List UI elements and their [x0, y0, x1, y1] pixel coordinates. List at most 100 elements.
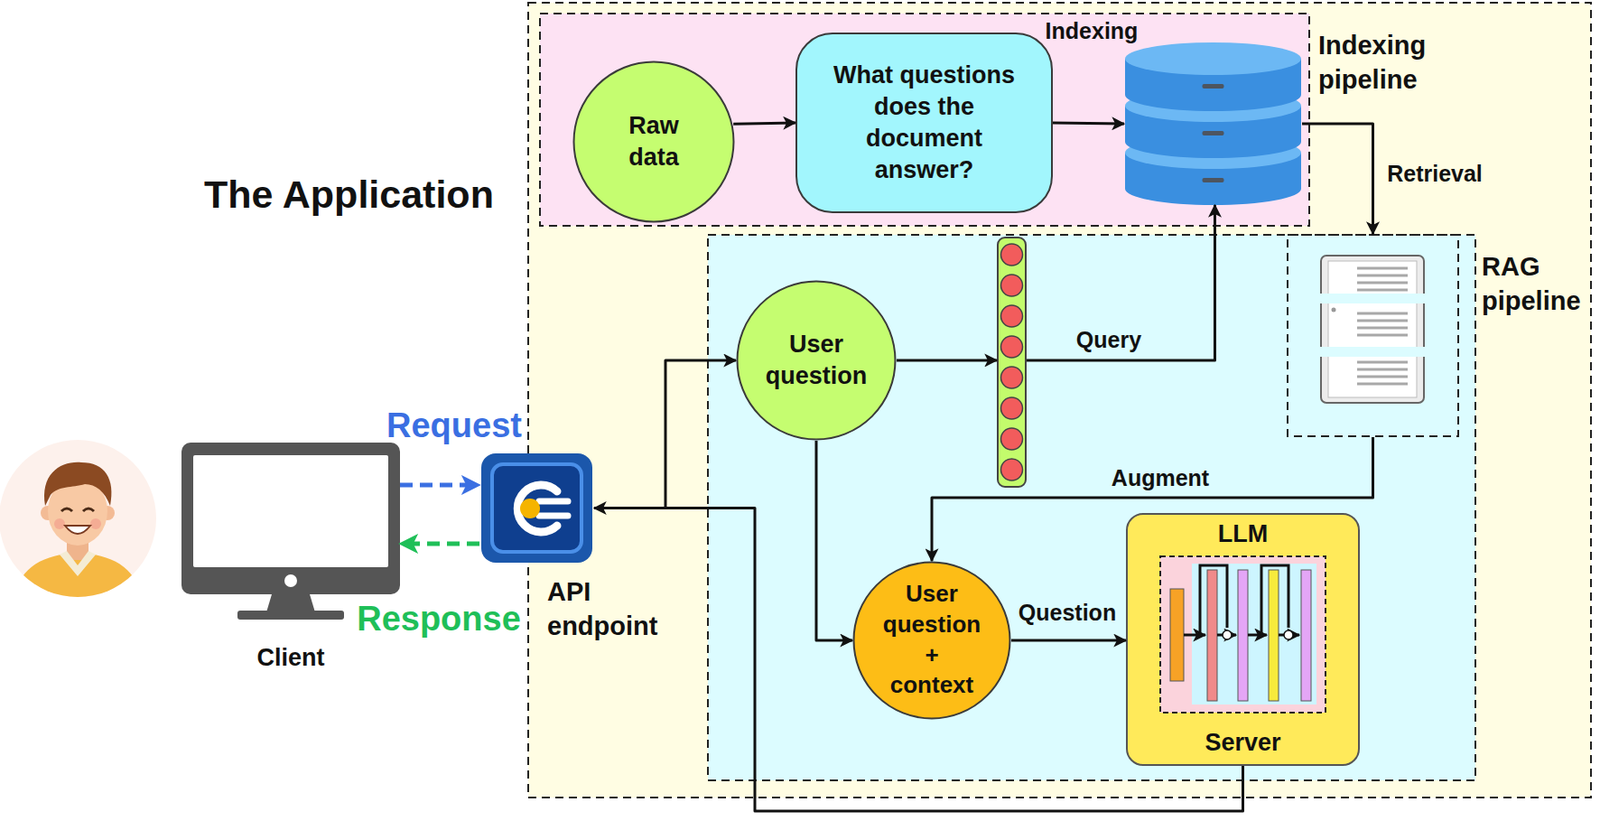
- node-outline: [1286, 233, 1460, 438]
- avatar-collar: [59, 550, 96, 577]
- api-icon-inner: [492, 464, 582, 552]
- document-line: [1357, 375, 1408, 379]
- api-endpoint: API endpoint: [479, 451, 595, 565]
- avatar-background: [0, 439, 157, 597]
- database-slot: [1202, 177, 1225, 183]
- edge-label: Retrieval: [1386, 159, 1483, 187]
- node-label: Client: [181, 641, 400, 674]
- node-label: User question + context: [881, 578, 983, 701]
- node-label: User question: [757, 328, 875, 392]
- network-frame: [1160, 556, 1326, 713]
- monitor-button: [284, 574, 298, 587]
- rounded-box: [796, 33, 1052, 213]
- document-line: [1357, 274, 1408, 278]
- node-label: Raw data: [608, 110, 699, 174]
- circle-outline: [574, 62, 735, 223]
- api-icon-arc: [517, 484, 558, 532]
- server-box: [1126, 513, 1359, 765]
- node-sublabel: Server: [1125, 726, 1360, 759]
- node-outline: [479, 451, 595, 565]
- edge-label: Response: [356, 598, 521, 641]
- skip-connection: [1261, 565, 1289, 635]
- document-line: [1357, 288, 1408, 292]
- layer-bar: [1207, 569, 1218, 701]
- document-gap: [1315, 346, 1430, 357]
- database-slot: [1202, 83, 1225, 89]
- prompt-circle: User question + context: [852, 560, 1012, 720]
- vector-cell: [1001, 397, 1024, 419]
- document-line: [1357, 319, 1408, 323]
- monitor-stand: [266, 594, 316, 613]
- monitor-screen: [193, 455, 389, 568]
- node-outline: [1125, 512, 1360, 766]
- node-label: LLM: [1125, 518, 1360, 550]
- question-circle: User question: [735, 279, 897, 441]
- process-box: What questions does the document answer?: [795, 32, 1053, 214]
- document-line: [1357, 334, 1408, 337]
- document-line: [1357, 361, 1408, 364]
- api-icon-dot: [520, 498, 540, 519]
- document-line: [1357, 326, 1408, 330]
- database-top: [1125, 42, 1302, 75]
- document-line: [1357, 368, 1408, 372]
- vector-cell: [1001, 243, 1024, 266]
- node-label: RAG pipeline: [1481, 250, 1600, 318]
- document-icon: [1315, 255, 1430, 403]
- dashed-boundary: [539, 13, 1310, 226]
- node-outline: [996, 236, 1027, 488]
- vector-cell: [1001, 335, 1024, 358]
- api-icon-lines: [539, 501, 568, 516]
- node-label: Indexing pipeline: [1318, 28, 1441, 97]
- data-circle: Raw data: [572, 60, 735, 224]
- flow-arrow: [400, 541, 480, 547]
- edge-label: Indexing: [1045, 17, 1139, 45]
- vector-database: [1124, 42, 1303, 205]
- node-outline: [735, 279, 897, 441]
- node-label: API endpoint: [547, 575, 683, 643]
- input-bar: [1170, 588, 1184, 681]
- layer-arrow: [1183, 633, 1206, 637]
- node-outline: [1124, 42, 1303, 205]
- edge-label: Request: [386, 405, 522, 447]
- document-page: [1320, 255, 1424, 403]
- embedding-vector: [996, 236, 1027, 488]
- application-boundary: The ApplicationIndexing pipelineRaw data…: [527, 1, 1592, 799]
- vector-cell: [1001, 305, 1024, 327]
- dashed-boundary: [707, 234, 1476, 781]
- document-sheet: [1328, 260, 1417, 398]
- layer-bar: [1268, 569, 1279, 701]
- document-line: [1357, 267, 1408, 270]
- node-label: The Application: [204, 169, 516, 221]
- vector-bar: [997, 237, 1026, 487]
- node-outline: [795, 32, 1053, 214]
- avatar-cheek: [90, 518, 102, 530]
- vector-cell: [1001, 458, 1024, 481]
- document-gap: [1315, 293, 1430, 304]
- llm-server: LLM Server: [1125, 512, 1360, 766]
- api-icon-outer: [481, 453, 593, 563]
- edge-label: Augment: [1111, 464, 1210, 492]
- dashed-boundary: [528, 2, 1591, 798]
- add-symbol: [1283, 630, 1294, 640]
- vector-cell: [1001, 366, 1024, 389]
- skip-connection: [1200, 565, 1228, 635]
- client-monitor: Client: [181, 442, 400, 624]
- database-slot: [1202, 130, 1225, 136]
- node-outline: [181, 442, 400, 624]
- flow-arrow: [400, 483, 480, 488]
- document-line: [1357, 312, 1408, 316]
- vector-cell: [1001, 274, 1024, 297]
- layer-arrow: [1247, 633, 1267, 637]
- avatar-eye: [83, 508, 94, 512]
- node-label: What questions does the document answer?: [822, 59, 1026, 187]
- layer-bar: [1237, 569, 1248, 701]
- network-panel: [1191, 563, 1317, 705]
- edge-label: Question: [1018, 598, 1117, 626]
- dashed-boundary: [1287, 234, 1459, 437]
- document-line: [1357, 382, 1408, 386]
- circle-outline: [854, 562, 1011, 719]
- pipeline-group: RAG pipelineUser questionUser question +…: [706, 233, 1477, 782]
- document-line: [1357, 281, 1408, 285]
- add-symbol: [1222, 630, 1232, 640]
